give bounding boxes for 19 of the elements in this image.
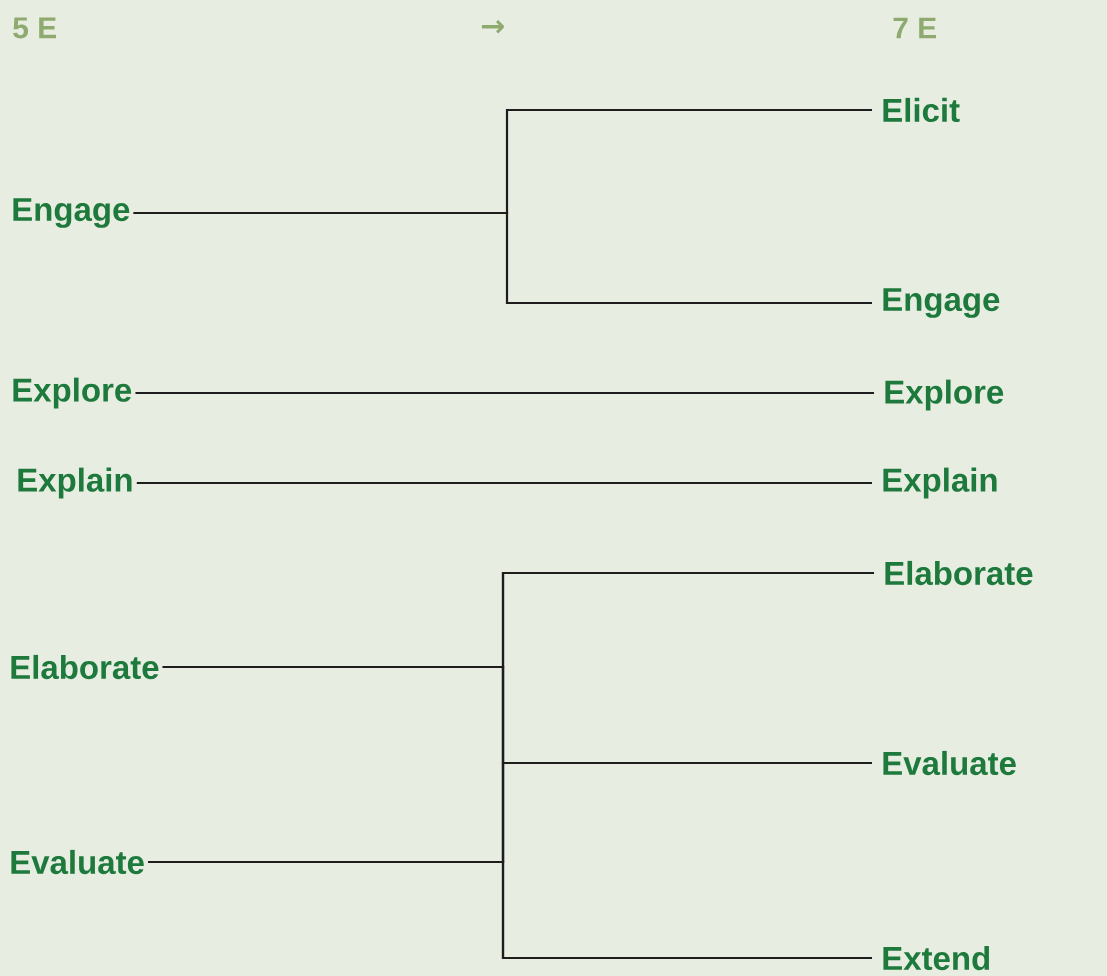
stage-label: Explain (883, 467, 997, 499)
stage-label: Elicit (883, 97, 960, 123)
column-heading: 7 E (893, 17, 937, 39)
stage-label: Evaluate (11, 849, 144, 875)
stage-label: Explore (885, 379, 1004, 411)
stage-label: Explore (13, 377, 132, 409)
stage-label: Engage (13, 198, 130, 228)
stage-label: Elaborate (885, 560, 1033, 586)
connector-line (133, 211, 872, 305)
connector-line (136, 481, 872, 485)
stage-label: Elaborate (11, 654, 159, 680)
connector-line (148, 860, 872, 960)
stage-label: Extend (883, 945, 990, 971)
stage-label: Evaluate (883, 750, 1016, 776)
stage-label: Engage (883, 288, 1000, 318)
connector-line (135, 391, 874, 395)
column-heading: → (481, 19, 504, 34)
stage-label: Explain (18, 467, 132, 499)
column-heading: 5 E (13, 17, 57, 39)
